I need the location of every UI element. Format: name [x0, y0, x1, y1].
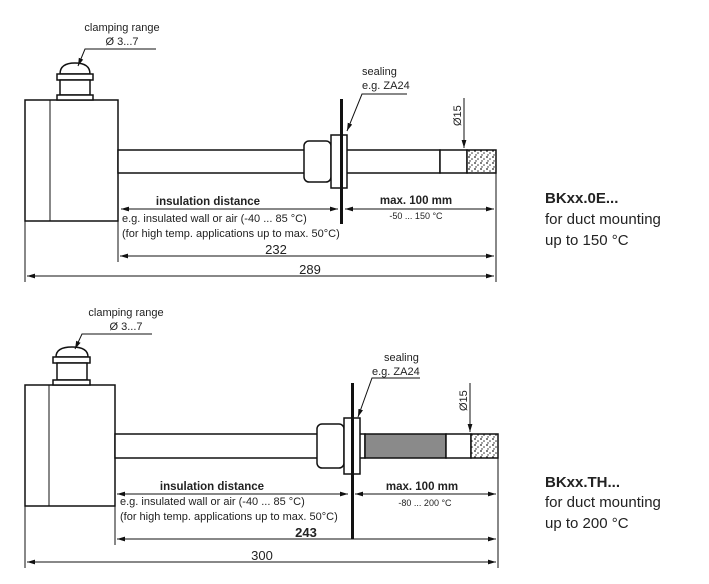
dim-probe-length: 232 — [265, 242, 287, 257]
diameter-label: Ø15 — [452, 105, 464, 126]
high-temp-tube-section — [364, 433, 447, 459]
drawing-bkxx-0e: clamping range Ø 3...7 sealing e.g. ZA24… — [24, 22, 661, 282]
drawing-bkxx-th: clamping range Ø 3...7 sealing e.g. ZA24… — [24, 307, 661, 568]
mounting-type: for duct mounting — [545, 211, 661, 228]
sensor-filter-tip — [466, 149, 497, 174]
max-temperature: up to 150 °C — [545, 232, 629, 249]
mounting-gland — [316, 383, 361, 539]
clamping-range-value: Ø 3...7 — [105, 36, 138, 48]
max-temperature: up to 200 °C — [545, 515, 629, 532]
max-length-label: max. 100 mm — [386, 481, 458, 493]
insulation-note-2: (for high temp. applications up to max. … — [122, 228, 340, 240]
cable-gland-top — [56, 62, 94, 101]
sealing-label: sealing — [362, 66, 397, 78]
model-name: BKxx.TH... — [545, 474, 620, 491]
max-length-label: max. 100 mm — [380, 195, 452, 207]
dim-probe-length: 243 — [295, 525, 317, 540]
mounting-gland — [303, 99, 348, 224]
clamping-range-value: Ø 3...7 — [109, 321, 142, 333]
mounting-type: for duct mounting — [545, 494, 661, 511]
sealing-value: e.g. ZA24 — [372, 366, 420, 378]
sealing-value: e.g. ZA24 — [362, 80, 410, 92]
insulation-note-1: e.g. insulated wall or air (-40 ... 85 °… — [120, 496, 305, 508]
insulation-distance-label: insulation distance — [160, 481, 264, 493]
insulation-note-2: (for high temp. applications up to max. … — [120, 511, 338, 523]
cable-gland-top — [52, 346, 91, 386]
diameter-label: Ø15 — [458, 390, 470, 411]
probe-temp-range: -50 ... 150 °C — [389, 211, 443, 221]
probe-temp-range: -80 ... 200 °C — [398, 498, 452, 508]
housing — [24, 384, 116, 507]
housing — [24, 99, 119, 222]
sensor-filter-tip — [470, 433, 499, 459]
clamping-range-label: clamping range — [84, 22, 159, 34]
dim-total-length: 300 — [251, 548, 273, 563]
probe-tube — [117, 149, 441, 174]
insulation-distance-label: insulation distance — [156, 196, 260, 208]
sealing-label: sealing — [384, 352, 419, 364]
model-name: BKxx.0E... — [545, 190, 618, 207]
clamping-range-label: clamping range — [88, 307, 163, 319]
insulation-note-1: e.g. insulated wall or air (-40 ... 85 °… — [122, 213, 307, 225]
dim-total-length: 289 — [299, 262, 321, 277]
